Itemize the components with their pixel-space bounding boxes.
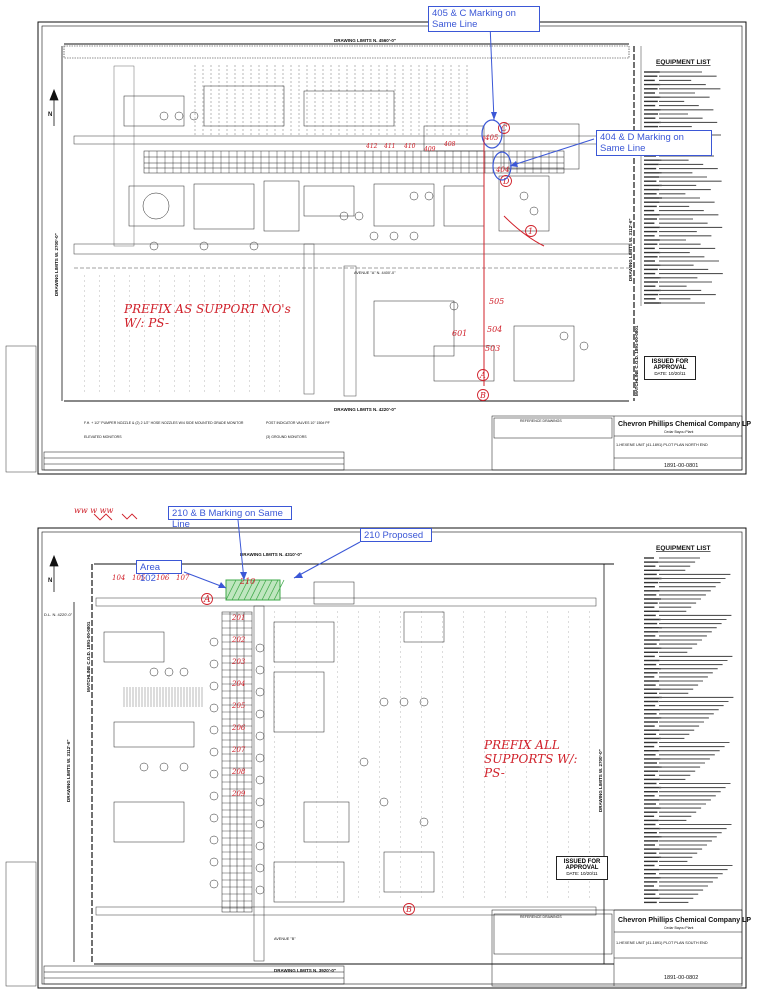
redline-mark: 405 [484, 134, 499, 142]
drawing-sheet-south: N DRAWING LIMITS N. 4310'-0" DRAWING LIM… [4, 502, 762, 990]
equipment-list-title-south: EQUIPMENT LIST [656, 545, 711, 552]
drawing-title-south: 1-HEXENE UNIT (41-1891) PLOT PLAN SOUTH … [616, 941, 708, 945]
redline-mark: 210 [239, 577, 255, 586]
callout-area-102: Area 102 [136, 560, 182, 584]
redline-mark: 208 [231, 768, 246, 776]
redline-mark: 412 [365, 143, 378, 150]
approval-date-south: DATE: 10/20/11 [566, 871, 598, 876]
redline-mark: 207 [231, 746, 246, 754]
svg-text:N: N [48, 578, 52, 584]
redline-mark: 205 [231, 702, 246, 710]
company-name-south: Chevron Phillips Chemical Company LP [618, 917, 751, 924]
legend-piv: POST INDICATOR VALVES 10" 150# PF [266, 421, 330, 425]
ref-drawings-header-south: REFERENCE DRAWINGS [520, 915, 562, 919]
redline-mark: 106 [156, 574, 170, 582]
legend-ground: (3) GROUND MONITORS [266, 435, 307, 439]
approval-date: DATE: 10/20/11 [654, 371, 686, 376]
redline-scribble: ww w ww [74, 506, 114, 515]
approval-title-south: ISSUED FOR APPROVAL [563, 859, 601, 871]
callout-210-proposed: 210 Proposed [360, 528, 432, 542]
legend-hydrant: F.H. + 1/2" PUMPER NOZZLE & (2) 2 1/2" H… [84, 421, 244, 425]
approval-title: ISSUED FOR APPROVAL [651, 359, 689, 371]
redline-mark: 209 [231, 790, 246, 798]
approval-stamp-south: ISSUED FOR APPROVAL DATE: 10/20/11 [556, 856, 608, 880]
redline-mark: B [405, 905, 412, 914]
callout-404-d: 404 & D Marking on Same Line [596, 130, 712, 156]
limits-bottom-label: DRAWING LIMITS N. 4220'-0" [334, 407, 396, 412]
redline-mark: 411 [383, 143, 395, 150]
plant-name-south: Cedar Bayou Plant [664, 926, 693, 930]
redline-mark: C [501, 124, 507, 133]
redline-mark: B [479, 391, 486, 400]
callout-210-b: 210 & B Marking on Same Line [168, 506, 292, 530]
plant-name: Cedar Bayou Plant [664, 430, 693, 434]
limits-top-label-south: DRAWING LIMITS N. 4310'-0" [240, 552, 302, 557]
redline-mark: A [203, 595, 211, 605]
avenue-b-label: AVENUE "B" [274, 937, 296, 941]
redline-mark: 409 [423, 146, 436, 153]
drawing-sheet-north: N DRAWING LIMITS N. 4560'-0" DRAWING LIM… [4, 6, 762, 476]
redline-mark: 107 [176, 574, 190, 582]
svg-text:N: N [48, 112, 52, 118]
redline-mark: 201 [231, 614, 245, 622]
drawing-title: 1-HEXENE UNIT (41-1891) PLOT PLAN NORTH … [616, 443, 708, 447]
approval-stamp-north: ISSUED FOR APPROVAL DATE: 10/20/11 [644, 356, 696, 380]
redline-mark: 504 [487, 325, 502, 334]
redline-mark: 104 [112, 574, 125, 582]
limits-left-label-south: DRAWING LIMITS W. 3112'-6" [66, 740, 71, 802]
limits-left-label: DRAWING LIMITS W. 2700'-0" [54, 233, 59, 296]
plot-plan-south: N DRAWING LIMITS N. 4310'-0" DRAWING LIM… [5, 513, 751, 989]
plot-plan-north: N DRAWING LIMITS N. 4560'-0" DRAWING LIM… [5, 21, 751, 475]
dl-label: D.L. N. 4220'-0" [44, 612, 73, 617]
redline-mark: 505 [489, 297, 504, 306]
redline-mark: 204 [231, 680, 245, 688]
limits-right-label: DRAWING LIMITS W. 3112'-6" [628, 219, 633, 281]
redline-mark: 404 [495, 166, 509, 174]
legend-elevated: ELEVATED MONITORS [84, 435, 122, 439]
redline-mark: 601 [452, 329, 467, 338]
redline-mark: 203 [231, 658, 246, 666]
drawing-number-south: 1891-00-0802 [664, 975, 698, 981]
matchline-label: MATCHLINE C.O.D. 1891-00-0801 [634, 325, 639, 396]
equipment-list-title: EQUIPMENT LIST [656, 59, 711, 66]
redline-mark: A [479, 371, 486, 380]
callout-405-c: 405 & C Marking on Same Line [428, 6, 540, 32]
redline-mark: 503 [485, 344, 500, 353]
redline-note-south: PREFIX ALL SUPPORTS W/: PS- [484, 738, 578, 780]
redline-mark: 408 [443, 141, 456, 148]
company-name: Chevron Phillips Chemical Company LP [618, 421, 751, 428]
matchline-label-south: MATCHLINE C.O.D. 1891-00-0801 [86, 621, 91, 692]
ref-drawings-header: REFERENCE DRAWINGS [520, 419, 562, 423]
redline-mark: 105 [132, 574, 146, 582]
drawing-number: 1891-00-0801 [664, 463, 698, 469]
limits-bottom-label-south: DRAWING LIMITS N. 3920'-0" [274, 968, 336, 973]
limits-top-label: DRAWING LIMITS N. 4560'-0" [334, 38, 396, 43]
redline-mark: D [502, 177, 510, 186]
redline-mark: 202 [231, 636, 246, 644]
limits-right-label-south: DRAWING LIMITS W. 2700'-0" [598, 749, 603, 812]
redline-mark: 410 [403, 143, 416, 150]
redline-mark: 206 [231, 724, 246, 732]
redline-note-north: PREFIX AS SUPPORT NO's W/: PS- [124, 302, 291, 330]
redline-mark: 1 [528, 227, 533, 236]
avenue-label: AVENUE "A" N. 4400'-0" [354, 271, 396, 275]
